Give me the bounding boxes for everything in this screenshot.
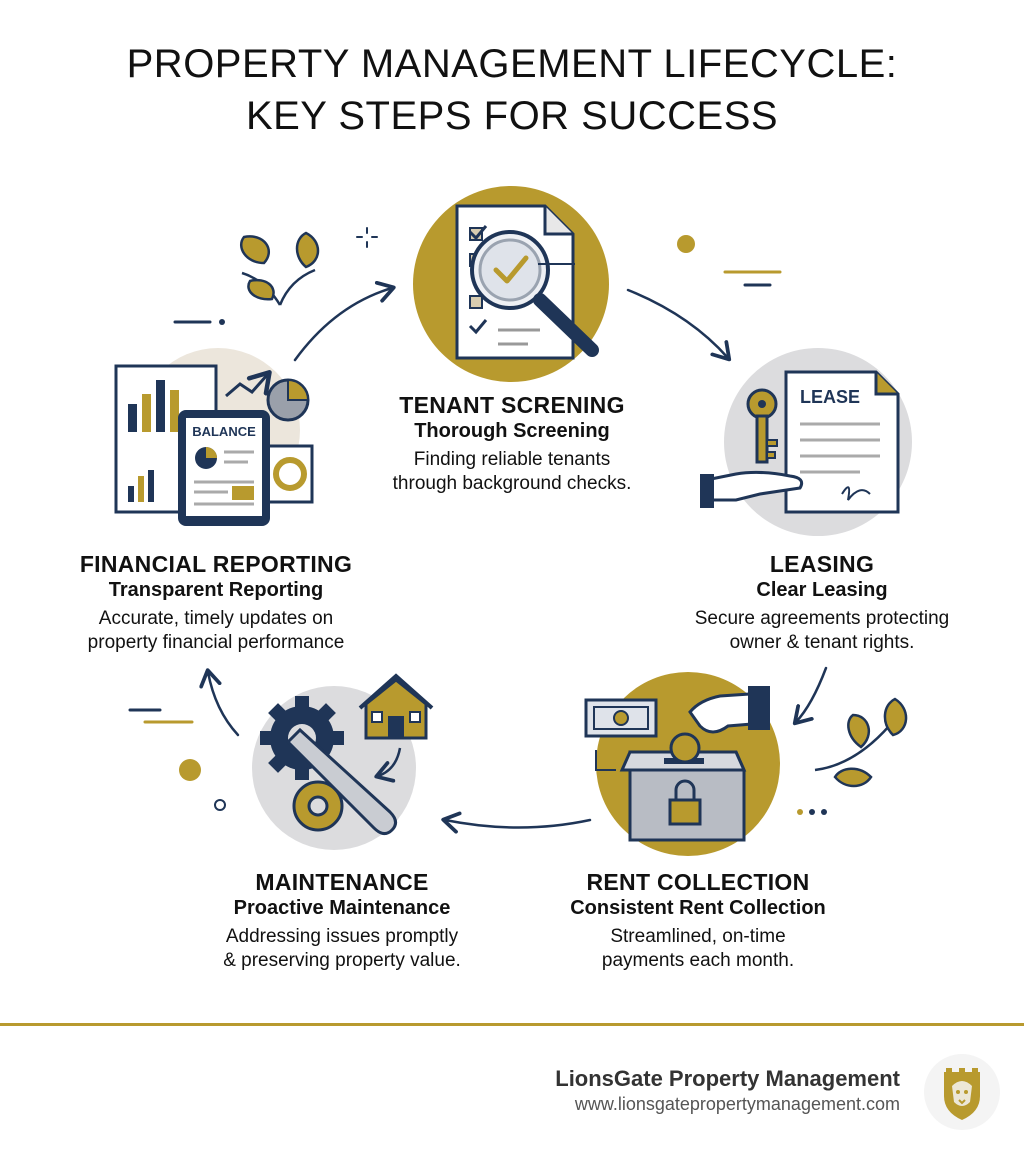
desc-line-2: property financial performance xyxy=(87,632,345,653)
step-rent-collection: RENT COLLECTION Consistent Rent Collecti… xyxy=(538,868,858,973)
step-subtitle: Thorough Screening xyxy=(414,420,610,442)
step-heading: MAINTENANCE xyxy=(255,869,429,895)
leaf-sprig-icon xyxy=(239,231,320,306)
cycle-arrows xyxy=(199,280,828,834)
page-title: PROPERTY MANAGEMENT LIFECYCLE: KEY STEPS… xyxy=(0,38,1024,142)
lion-shield-logo xyxy=(924,1054,1000,1130)
title-line-2: KEY STEPS FOR SUCCESS xyxy=(245,94,779,138)
lease-doc-label: LEASE xyxy=(800,387,860,407)
tablet-balance-label: BALANCE xyxy=(192,424,256,439)
step-description: Secure agreements protecting owner & ten… xyxy=(672,607,972,655)
desc-line-1: Accurate, timely updates on xyxy=(98,608,334,629)
cash-lockbox-icon xyxy=(584,672,780,856)
desc-line-2: through background checks. xyxy=(392,473,632,494)
step-subtitle: Proactive Maintenance xyxy=(233,897,451,919)
footer-brand: LionsGate Property Management www.lionsg… xyxy=(555,1066,900,1116)
desc-line-2: owner & tenant rights. xyxy=(729,632,915,653)
footer-divider xyxy=(0,1023,1024,1026)
arrow-screening-to-leasing xyxy=(626,288,732,362)
step-subtitle: Clear Leasing xyxy=(756,579,888,601)
company-name: LionsGate Property Management xyxy=(555,1066,900,1091)
desc-line-1: Addressing issues promptly xyxy=(225,926,459,947)
decorations xyxy=(128,227,908,815)
step-financial-reporting: FINANCIAL REPORTING Transparent Reportin… xyxy=(56,550,376,655)
lease-key-handshake-icon: LEASE xyxy=(700,348,912,536)
desc-line-1: Finding reliable tenants xyxy=(413,449,611,470)
arrow-rent-to-maintenance xyxy=(441,811,592,834)
step-description: Streamlined, on-time payments each month… xyxy=(538,925,858,973)
magnifier-checklist-icon xyxy=(413,186,609,382)
step-tenant-screening: TENANT SCRENING Thorough Screening Findi… xyxy=(352,391,672,496)
desc-line-1: Streamlined, on-time xyxy=(610,926,786,947)
step-heading: FINANCIAL REPORTING xyxy=(79,551,353,577)
desc-line-2: & preserving property value. xyxy=(223,950,461,971)
step-heading: RENT COLLECTION xyxy=(586,869,810,895)
gears-wrench-house-icon xyxy=(252,673,434,850)
arrow-maintenance-to-reporting xyxy=(199,668,240,737)
step-description: Addressing issues promptly & preserving … xyxy=(192,925,492,973)
step-leasing: LEASING Clear Leasing Secure agreements … xyxy=(672,550,972,655)
lifecycle-diagram: LEASE xyxy=(114,186,912,856)
step-heading: TENANT SCRENING xyxy=(399,392,625,418)
leaf-sprig-icon xyxy=(814,697,908,788)
step-subtitle: Consistent Rent Collection xyxy=(570,897,826,919)
arrow-reporting-to-screening xyxy=(293,280,396,362)
desc-line-2: payments each month. xyxy=(601,950,795,971)
arrow-leasing-to-rent xyxy=(792,666,828,726)
charts-tablet-icon: BALANCE xyxy=(114,348,314,526)
step-subtitle: Transparent Reporting xyxy=(108,579,324,601)
title-line-1: PROPERTY MANAGEMENT LIFECYCLE: xyxy=(126,42,898,86)
step-heading: LEASING xyxy=(769,551,875,577)
step-maintenance: MAINTENANCE Proactive Maintenance Addres… xyxy=(192,868,492,973)
step-description: Accurate, timely updates on property fin… xyxy=(56,607,376,655)
company-url[interactable]: www.lionsgatepropertymanagement.com xyxy=(574,1094,900,1114)
desc-line-1: Secure agreements protecting xyxy=(694,608,950,629)
step-description: Finding reliable tenants through backgro… xyxy=(352,448,672,496)
